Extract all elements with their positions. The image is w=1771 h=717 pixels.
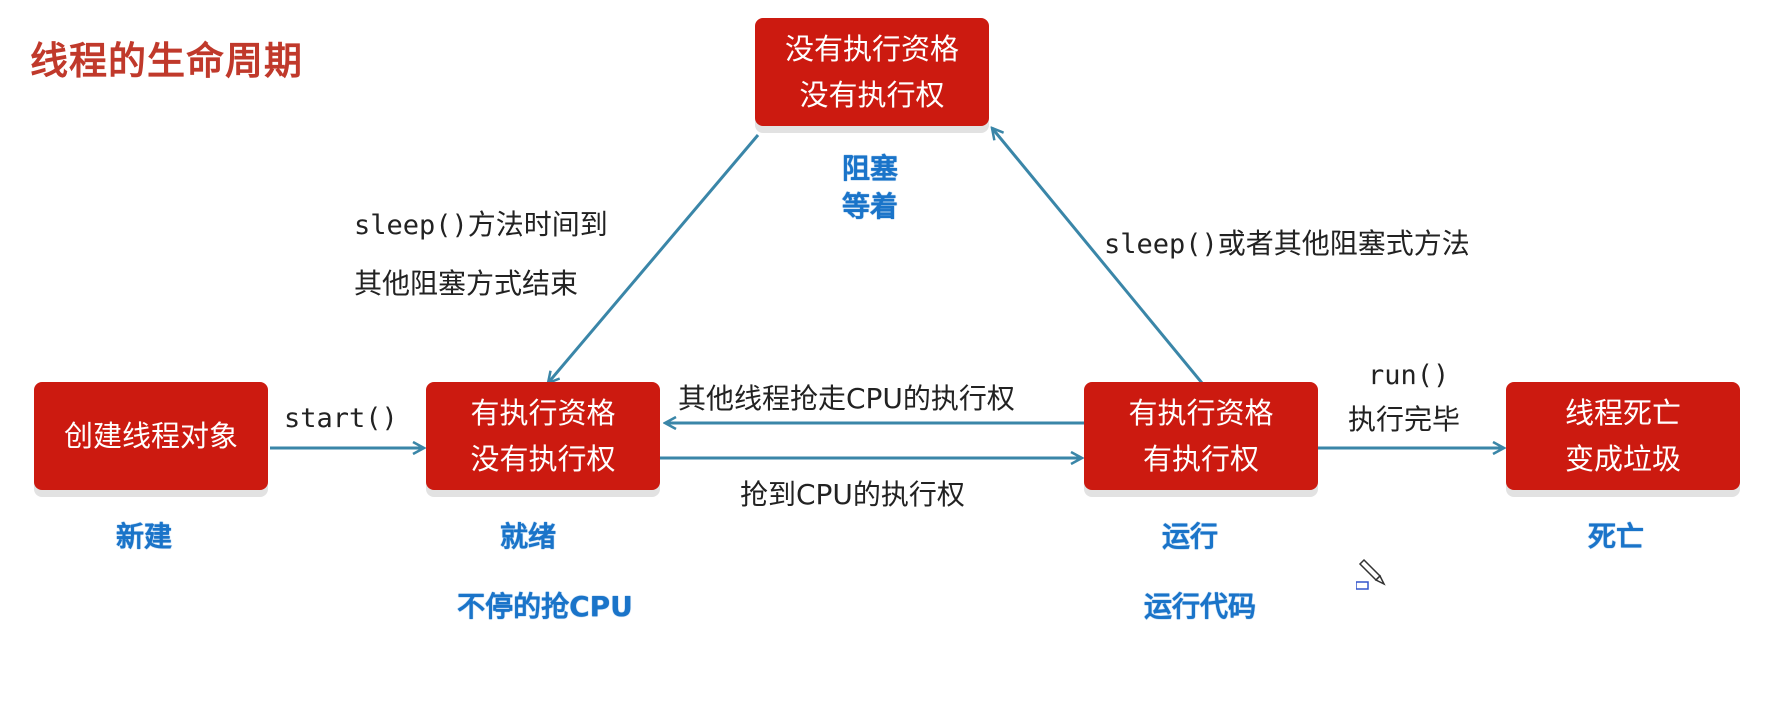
state-running-note: 运行代码 [1143,590,1256,623]
state-running-label: 运行 [1161,520,1218,553]
wake-label-1: sleep()方法时间到 [354,203,608,243]
blocked-box-line2: 没有执行权 [799,78,945,112]
state-new-label: 新建 [115,520,172,553]
dead-state-box: 线程死亡 变成垃圾 [1506,382,1740,490]
state-ready-note: 不停的抢CPU [457,590,633,623]
running-state-box: 有执行资格 有执行权 [1084,382,1318,490]
preempt-label: 其他线程抢走CPU的执行权 [678,382,1015,415]
grab-label: 抢到CPU的执行权 [740,478,965,511]
pen-cursor-icon [1356,558,1386,590]
arrow-running-to-blocked [992,128,1204,384]
new-state-box: 创建线程对象 [34,382,268,490]
dead-box-line2: 变成垃圾 [1564,442,1681,476]
page-title: 线程的生命周期 [30,39,304,83]
state-blocked-label-1: 阻塞 [841,152,898,185]
block-label-code: sleep() [1104,229,1218,260]
wake-label-2: 其他阻塞方式结束 [354,267,579,300]
start-label: start() [284,403,398,434]
state-dead-label: 死亡 [1587,520,1644,553]
ready-box-line1: 有执行资格 [470,396,616,430]
state-ready-label: 就绪 [499,520,556,553]
block-label: sleep()或者其他阻塞式方法 [1104,222,1470,262]
block-label-text: 或者其他阻塞式方法 [1217,227,1470,260]
wake-label-1-code: sleep() [354,210,468,241]
new-box-label: 创建线程对象 [63,419,238,453]
running-box-line2: 有执行权 [1142,442,1259,476]
state-blocked-label-2: 等着 [841,190,898,223]
ready-state-box: 有执行资格 没有执行权 [426,382,660,490]
dead-box-line1: 线程死亡 [1564,396,1681,430]
wake-label-1-text: 方法时间到 [467,208,608,241]
blocked-box-line1: 没有执行资格 [784,32,959,66]
blocked-state-box: 没有执行资格 没有执行权 [755,18,989,126]
running-box-line1: 有执行资格 [1128,396,1274,430]
ready-box-line2: 没有执行权 [470,442,616,476]
done-label: 执行完毕 [1348,403,1461,436]
arrow-blocked-to-ready [548,134,760,383]
run-label: run() [1368,360,1450,391]
